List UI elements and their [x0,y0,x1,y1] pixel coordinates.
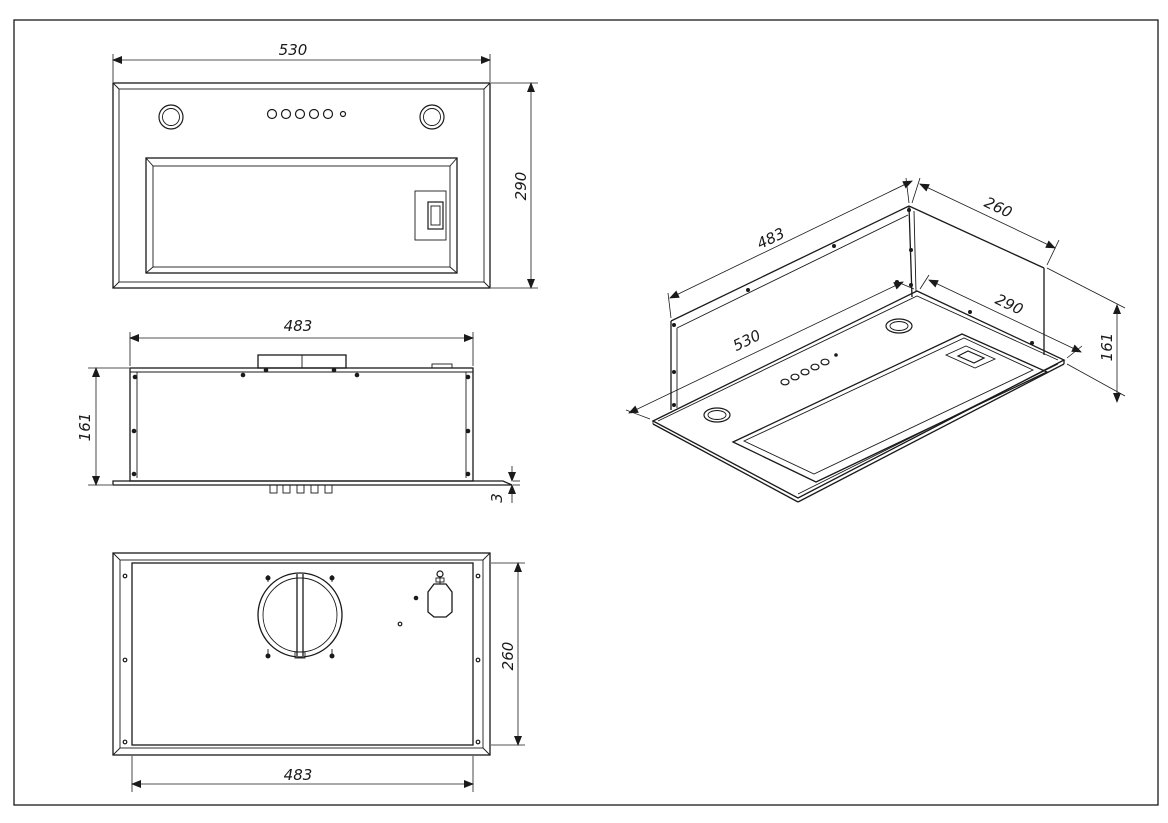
lamp-right-icon [419,104,445,130]
control-button-3 [294,108,306,120]
side-height-label: 161 [76,413,94,442]
filter-handle-icon [414,190,447,241]
iso-depth-front-label: 290 [992,290,1026,319]
side-flange-label: 3 [488,493,506,503]
side-width-label: 483 [284,317,313,335]
top-outer-frame [112,552,491,756]
iso-height-label: 161 [1098,333,1116,362]
iso-lamp-right-icon [885,318,913,334]
side-body [129,367,474,482]
control-button-2 [280,108,292,120]
cable-box-icon [427,570,453,618]
side-screws [131,367,471,477]
iso-width-front-label: 530 [730,326,764,355]
front-inner-panel [118,88,485,283]
top-view: 260 483 [112,552,525,792]
iso-depth-top-label: 260 [981,193,1015,222]
control-buttons [266,108,347,120]
iso-filter-outer [731,333,1049,483]
filter-outer-frame [145,157,458,274]
control-button-4 [308,108,320,120]
bottom-knobs [269,484,333,494]
control-button-1 [266,108,278,120]
isometric-view: 483 260 290 530 161 [625,177,1126,503]
sheet-border [13,19,1159,806]
top-screws [122,573,481,745]
iso-width-top-label: 483 [754,224,788,253]
top-depth-label: 260 [499,642,517,671]
bottom-flange [112,480,513,486]
side-view: 483 161 3 [76,317,520,503]
front-width-label: 530 [279,41,308,59]
top-width-label: 483 [284,766,313,784]
iso-lamp-left-icon [703,407,731,423]
control-button-5 [322,108,334,120]
front-height-label: 290 [512,172,530,201]
exhaust-flange-icon [257,572,343,659]
indicator-led [339,110,347,118]
front-outer-panel [112,82,491,289]
filter-inner-frame [152,165,451,268]
lamp-left-icon [158,104,184,130]
top-inner-frame [119,559,484,749]
iso-flange-plate [651,290,1066,499]
front-view: 530 290 [112,41,538,289]
top-body [131,562,474,746]
